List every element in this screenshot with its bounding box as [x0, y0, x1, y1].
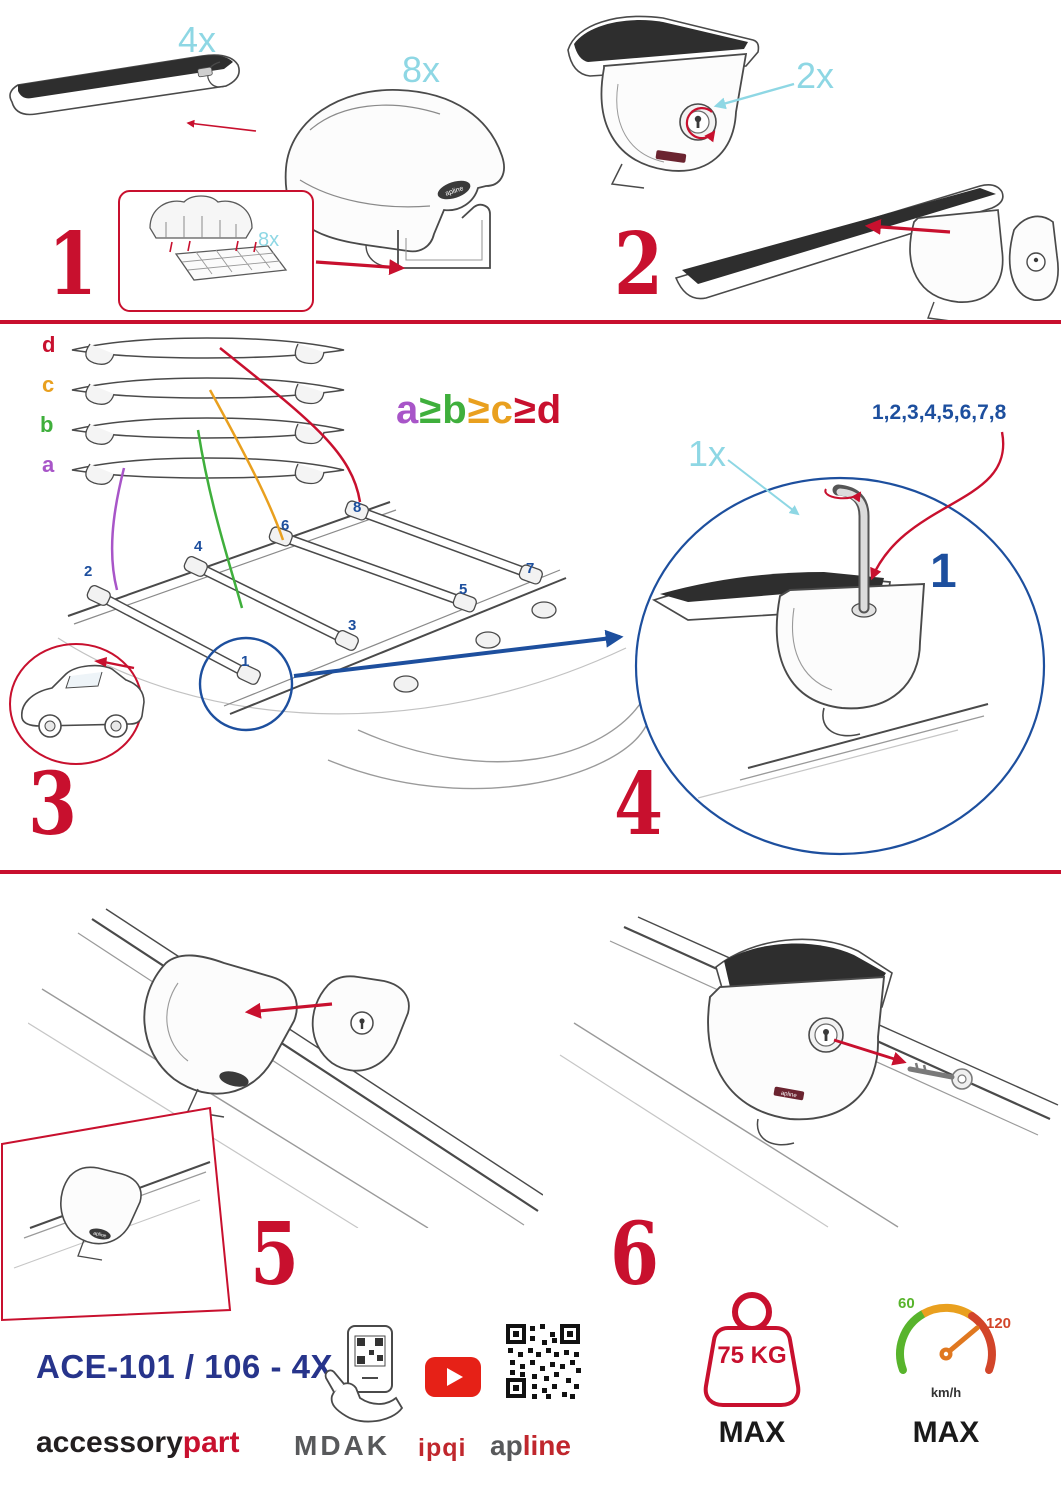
- step-4-number: 4: [614, 754, 664, 855]
- roof-position-8: 8: [353, 499, 362, 516]
- max-weight-value: 75 KG: [717, 1342, 787, 1369]
- formula-d: d: [536, 388, 562, 432]
- model-number: ACE-101 / 106 - 4X: [36, 1348, 333, 1385]
- bar-label-b: b: [40, 412, 54, 437]
- speed-limit-gauge-icon: [896, 1303, 996, 1374]
- formula-ge-3: ≥: [513, 388, 536, 432]
- bar-label-c: c: [42, 372, 55, 397]
- roof-diagram-illustration: [57, 500, 647, 790]
- crossbar-b-illustration: [71, 417, 345, 445]
- roof-position-1: 1: [241, 653, 250, 670]
- speed-max-label: MAX: [912, 1416, 980, 1449]
- weight-limit-icon: [703, 1292, 801, 1407]
- bar-quantity-label: 4x: [178, 19, 217, 60]
- section-divider-top: [0, 320, 1061, 324]
- formula-a: a: [396, 388, 419, 432]
- detail-position-number: 1: [930, 545, 957, 598]
- step-3-number: 3: [28, 754, 78, 855]
- speed-low-label: 60: [898, 1295, 915, 1312]
- rubber-pad-illustration: [149, 195, 288, 281]
- clamp-open-illustration: [28, 908, 543, 1228]
- aero-crossbar-illustration: [9, 54, 240, 116]
- logo-apline: apline: [490, 1432, 571, 1460]
- roof-position-7: 7: [526, 560, 535, 577]
- formula-c: c: [490, 388, 513, 432]
- formula-b: b: [442, 388, 467, 432]
- brand-wordmark: accessorypart: [36, 1428, 239, 1458]
- logo-apline-line: line: [522, 1430, 571, 1461]
- step-1-number: 1: [48, 214, 98, 315]
- tool-quantity-label: 1x: [688, 433, 727, 474]
- formula-ge-1: ≥: [419, 388, 442, 432]
- speed-high-label: 120: [986, 1315, 1012, 1332]
- crossbar-d-illustration: [71, 337, 345, 365]
- brand-accessory: accessory: [36, 1426, 183, 1459]
- youtube-icon: [425, 1357, 481, 1397]
- roof-position-2: 2: [84, 563, 93, 580]
- logo-mdak: MDAK: [294, 1430, 390, 1461]
- lock-key-illustration: apline: [559, 916, 1059, 1228]
- car-inset-illustration: [9, 643, 145, 765]
- clamp-detail-ellipse-illustration: [634, 476, 1046, 856]
- roof-position-5: 5: [459, 581, 468, 598]
- pad-quantity-label: 8x: [258, 229, 280, 251]
- brand-part: part: [182, 1426, 240, 1459]
- svg-text:apline: apline: [780, 1091, 797, 1100]
- speed-unit-label: km/h: [930, 1385, 962, 1400]
- crossbar-c-illustration: [71, 377, 345, 405]
- bar-label-a: a: [42, 452, 55, 477]
- formula-ge-2: ≥: [467, 388, 490, 432]
- tighten-sequence-label: 1,2,3,4,5,6,7,8: [872, 401, 1007, 424]
- bar-endcap-illustration: [674, 184, 1059, 323]
- roof-position-4: 4: [194, 538, 203, 555]
- logo-ipqi: ipqi: [418, 1434, 467, 1462]
- size-order-formula: a ≥ b ≥ c ≥ d: [396, 390, 561, 430]
- step-2-number: 2: [614, 214, 664, 315]
- roof-position-3: 3: [348, 617, 357, 634]
- section-divider-bottom: [0, 870, 1061, 874]
- clamp-foot-illustration: apline: [284, 89, 505, 269]
- logo-apline-ap: ap: [490, 1430, 523, 1461]
- qr-code: [506, 1324, 581, 1399]
- hand-phone-qr-icon: [324, 1325, 404, 1423]
- step-5-number: 5: [250, 1204, 300, 1305]
- installed-clamp-inset-illustration: apline: [1, 1106, 232, 1322]
- max-weight-label: MAX: [718, 1416, 786, 1449]
- roof-position-6: 6: [281, 517, 290, 534]
- rubber-pad-inset-box: 8x: [118, 190, 314, 312]
- bar-label-d: d: [42, 332, 56, 357]
- step-6-number: 6: [610, 1204, 660, 1305]
- clamp-quantity-label: 8x: [402, 49, 441, 90]
- lock-quantity-label: 2x: [796, 55, 835, 96]
- svg-text:apline: apline: [93, 1230, 108, 1239]
